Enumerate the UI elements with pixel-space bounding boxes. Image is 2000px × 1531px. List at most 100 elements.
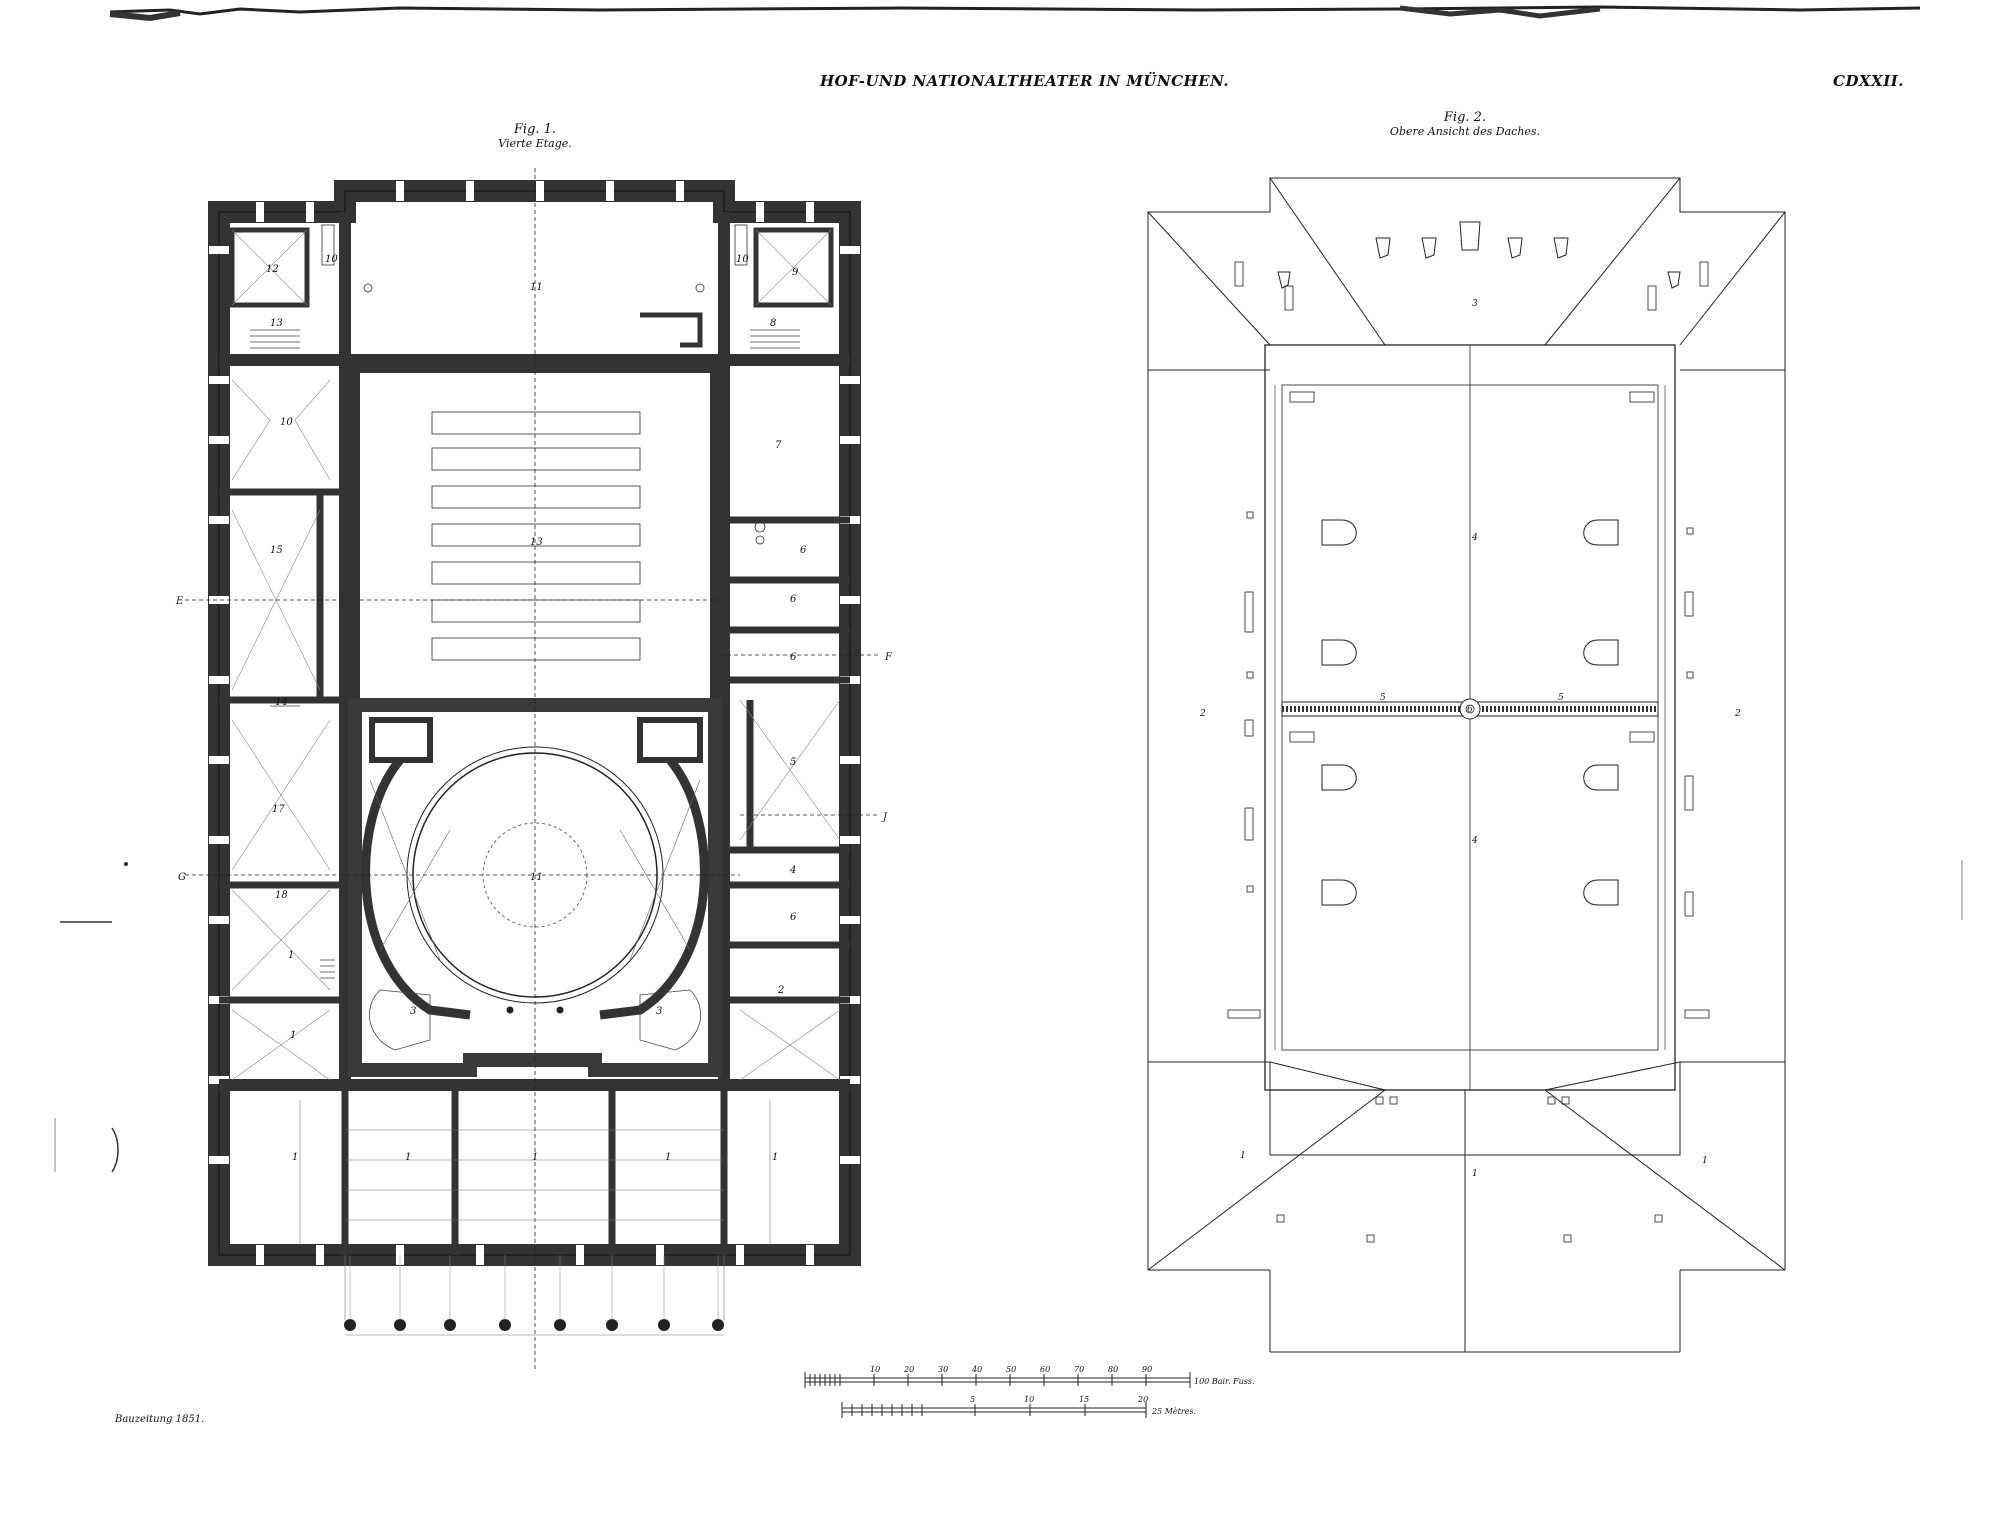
imprint-note: Bauzeitung 1851.	[115, 1414, 205, 1425]
figure-1-subtitle: Vierte Etage.	[498, 137, 572, 150]
room-label: 11	[530, 282, 543, 293]
room-label: 9	[792, 267, 799, 278]
scale-bar-metres-labels: 5 10 15 20 25 Mètres.	[970, 1395, 1196, 1416]
scale-tick-label: 30	[938, 1365, 948, 1374]
figure-2-caption: Fig. 2. Obere Ansicht des Daches.	[1345, 110, 1585, 138]
figure-1-number: Fig. 1.	[513, 122, 557, 137]
plate-top-edge	[109, 5, 1921, 22]
scale-tick-label: 60	[1040, 1365, 1050, 1374]
plan-window-notches	[209, 181, 860, 1265]
section-label-e: E	[175, 596, 184, 607]
room-label: 10	[736, 254, 749, 265]
scale-tick-label: 80	[1108, 1365, 1118, 1374]
room-label: 14	[275, 697, 288, 708]
room-label: 18	[275, 890, 288, 901]
roof-label: 4	[1471, 533, 1478, 543]
roof-skylights	[1277, 221, 1681, 906]
roof-label: 1	[1240, 1151, 1246, 1161]
plan-front-floor-lines	[299, 1100, 771, 1245]
scale-bar-bair-fuss-labels: 10 20 30 40 50 60 70 80 90 100 Bair. Fus…	[870, 1365, 1255, 1386]
scale-tick-label: 20	[1137, 1395, 1148, 1404]
scale-tick-label: 5	[970, 1395, 975, 1404]
plan-section-lines	[185, 168, 880, 1370]
scale-tick-label: 50	[1006, 1365, 1016, 1374]
roof-outline	[1147, 177, 1786, 1156]
scale-tick-label: 20	[903, 1365, 914, 1374]
roof-label: 6	[1467, 705, 1473, 715]
plate-title: HOF-UND NATIONALTHEATER IN MÜNCHEN.	[820, 72, 1230, 90]
room-label: 3	[656, 1006, 662, 1017]
roof-label: 2	[1199, 709, 1206, 719]
roof-label: 4	[1471, 836, 1478, 846]
room-label: 2	[777, 985, 784, 996]
room-label: 10	[325, 254, 338, 265]
roof-labels: 3 2 2 4 4 5 6 5 1 1 1	[1199, 299, 1741, 1179]
plan-fixtures	[321, 224, 766, 545]
plan-vault-lines	[231, 229, 841, 1081]
floor-plan-fourth-storey	[185, 168, 880, 1370]
scale-tick-label: 70	[1074, 1365, 1084, 1374]
room-label: 6	[790, 594, 797, 605]
room-label: 6	[800, 545, 807, 556]
room-label: 1	[290, 1030, 296, 1041]
section-label-j: J	[881, 812, 888, 823]
roof-label: 5	[1380, 693, 1386, 703]
roof-label: 2	[1734, 709, 1741, 719]
roof-label: 1	[1472, 1169, 1478, 1179]
roof-vents	[1227, 261, 1710, 1243]
scale-tick-label: 40	[971, 1365, 982, 1374]
room-label: 1	[532, 1152, 538, 1163]
figure-2-subtitle: Obere Ansicht des Daches.	[1389, 125, 1541, 138]
section-label-f: F	[884, 652, 893, 663]
room-label: 6	[790, 912, 797, 923]
room-label: 1	[772, 1152, 778, 1163]
room-label: 1	[405, 1152, 411, 1163]
room-label: 6	[790, 652, 797, 663]
figure-2-number: Fig. 2.	[1443, 110, 1487, 125]
plate-number: CDXXII.	[1833, 72, 1904, 90]
room-label: 7	[775, 440, 782, 451]
room-label: 11	[530, 872, 543, 883]
scale-bar-metres	[841, 1402, 1147, 1418]
scale-end-label: 100 Bair. Fuss.	[1194, 1377, 1255, 1386]
plan-labels: E F G J 12 10 11 10 9 13 8 10 7 15 13 6 …	[175, 254, 893, 1163]
plan-stairs	[250, 329, 800, 1051]
scale-bar-bair-fuss	[804, 1372, 1191, 1388]
scale-tick-label: 15	[1079, 1395, 1089, 1404]
scale-end-label: 25 Mètres.	[1151, 1407, 1196, 1416]
plan-portico	[344, 1255, 725, 1336]
plan-outer-walls	[208, 180, 861, 1266]
scale-tick-label: 10	[870, 1365, 880, 1374]
roof-gutter	[1281, 698, 1659, 720]
room-label: 3	[410, 1006, 416, 1017]
figure-1-caption: Fig. 1. Vierte Etage.	[415, 122, 655, 150]
room-label: 8	[770, 318, 776, 329]
section-label-g: G	[178, 872, 186, 883]
margin-marks	[54, 860, 1963, 1173]
room-label: 1	[288, 950, 294, 961]
scale-tick-label: 10	[1024, 1395, 1034, 1404]
room-label: 13	[530, 537, 543, 548]
roof-edge-lines	[1274, 385, 1666, 1050]
room-label: 13	[270, 318, 283, 329]
room-label: 17	[272, 804, 285, 815]
roof-label: 3	[1472, 299, 1478, 309]
room-label: 1	[292, 1152, 298, 1163]
plan-auditorium-walls	[348, 698, 722, 1077]
room-label: 1	[665, 1152, 671, 1163]
scale-tick-label: 90	[1142, 1365, 1152, 1374]
room-label: 12	[266, 264, 279, 275]
room-label: 5	[790, 757, 796, 768]
room-label: 15	[270, 545, 283, 556]
roof-view	[1147, 177, 1786, 1353]
room-label: 10	[280, 417, 293, 428]
plan-stage-rows	[431, 411, 641, 661]
roof-hips	[1147, 177, 1786, 1353]
roof-label: 1	[1702, 1156, 1708, 1166]
room-label: 4	[789, 865, 796, 876]
plan-inner-walls	[219, 212, 850, 1091]
plan-front-rooms	[341, 1085, 728, 1255]
roof-label: 5	[1558, 693, 1564, 703]
plan-room-dividers	[219, 227, 850, 1004]
